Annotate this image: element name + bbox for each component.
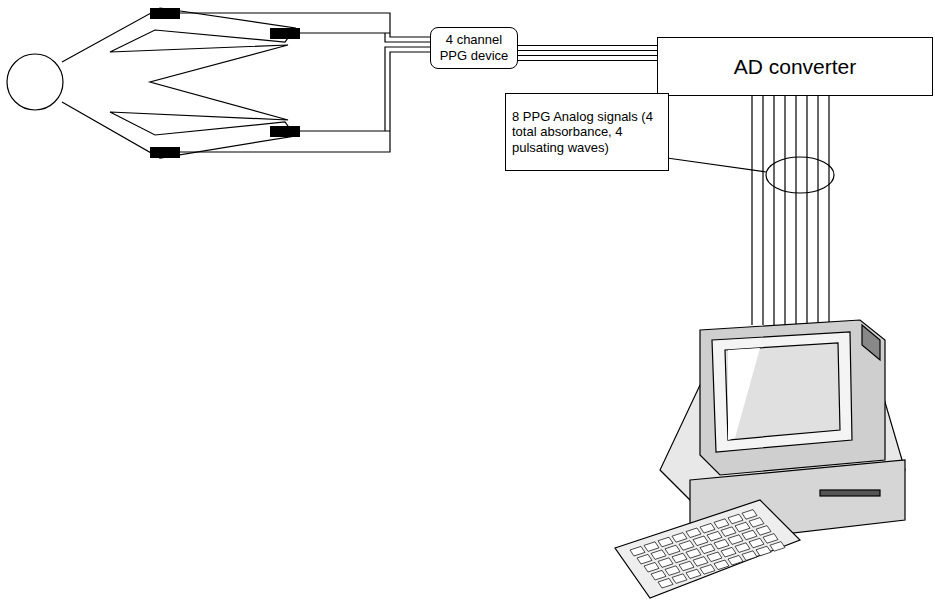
signal-line: [795, 96, 796, 325]
sensor-wire: [385, 33, 430, 42]
signal-note-box: 8 PPG Analog signals (4 total absorbance…: [505, 93, 669, 171]
keyboard-key: [714, 560, 729, 570]
keyboard: [615, 500, 800, 598]
keyboard-key: [651, 570, 666, 580]
body-outline: [62, 8, 295, 158]
converter-box: AD converter: [657, 37, 933, 96]
keyboard-key: [679, 561, 694, 571]
keyboard-key: [728, 555, 743, 565]
signal-line: [784, 96, 785, 325]
keyboard-key: [644, 542, 659, 552]
sensor-set: [150, 8, 300, 158]
keyboard-key: [714, 539, 729, 549]
sensor-wire: [300, 130, 390, 131]
keyboard-key: [749, 518, 764, 528]
keyboard-key: [672, 533, 687, 543]
signal-line: [751, 96, 752, 325]
signal-line: [828, 96, 829, 325]
ppg-sensor: [150, 8, 180, 19]
keyboard-key: [714, 519, 729, 529]
keyboard-key: [721, 547, 736, 557]
drive-slot: [820, 490, 880, 496]
sensor-wire: [300, 32, 390, 33]
keyboard-key: [665, 566, 680, 576]
keyboard-key: [728, 514, 743, 524]
keyboard-key: [630, 546, 645, 556]
sensor-wire-set: [180, 13, 430, 152]
sensor-wire: [180, 13, 430, 37]
signal-line-set: [752, 96, 829, 325]
keyboard-key: [735, 522, 750, 532]
node-label: 8 PPG Analog signals (4 total absorbance…: [512, 109, 662, 156]
keyboard-key: [700, 523, 715, 533]
device-box: 4 channel PPG device: [430, 27, 518, 69]
keyboard-key: [707, 552, 722, 562]
keyboard-key: [728, 535, 743, 545]
monitor-bezel: [712, 332, 852, 452]
signal-line: [817, 96, 818, 325]
keyboard-key: [707, 531, 722, 541]
ppg-sensor: [270, 126, 300, 137]
signal-line: [806, 96, 807, 325]
keyboard-key: [679, 541, 694, 551]
bundle-ellipse: [766, 157, 834, 193]
computer-illustration: [615, 320, 905, 598]
keyboard-key: [672, 553, 687, 563]
keyboard-key: [700, 565, 715, 575]
head-outline: [7, 54, 63, 110]
keyboard-key: [658, 578, 673, 588]
screen-glare: [728, 348, 760, 440]
keyboard-key: [770, 542, 785, 552]
keyboard-key: [658, 537, 673, 547]
node-label: 4 channel PPG device: [434, 32, 514, 63]
keyboard-key: [693, 557, 708, 567]
keyboard-key: [756, 526, 771, 536]
monitor-body: [700, 320, 885, 475]
node-label: AD converter: [734, 54, 857, 79]
signal-line: [762, 96, 763, 325]
keyboard-key: [700, 544, 715, 554]
sensor-wire: [180, 52, 430, 152]
signal-line: [773, 96, 774, 325]
keyboard-key: [686, 528, 701, 538]
keyboard-key: [742, 530, 757, 540]
keyboard-key: [693, 536, 708, 546]
keyboard-key: [763, 534, 778, 544]
keyboard-key: [749, 538, 764, 548]
keyboard-key: [658, 558, 673, 568]
keyboard-key: [686, 549, 701, 559]
keyboard-key: [742, 551, 757, 561]
cable-bundle: [518, 46, 657, 61]
keyboard-key: [686, 569, 701, 579]
keyboard-key: [665, 545, 680, 555]
keyboard-key: [672, 574, 687, 584]
keyboard-key: [637, 554, 652, 564]
keyboard-key: [721, 527, 736, 537]
keyboard-key: [756, 546, 771, 556]
keyboard-key: [742, 510, 757, 520]
ppg-sensor: [270, 28, 300, 39]
keyboard-key: [651, 550, 666, 560]
vent: [862, 325, 880, 360]
sensor-wire: [385, 47, 430, 131]
keyboard-key: [735, 543, 750, 553]
keyboard-key: [644, 562, 659, 572]
monitor-screen: [725, 343, 840, 440]
leader-line: [667, 158, 766, 172]
ppg-sensor: [150, 147, 180, 158]
